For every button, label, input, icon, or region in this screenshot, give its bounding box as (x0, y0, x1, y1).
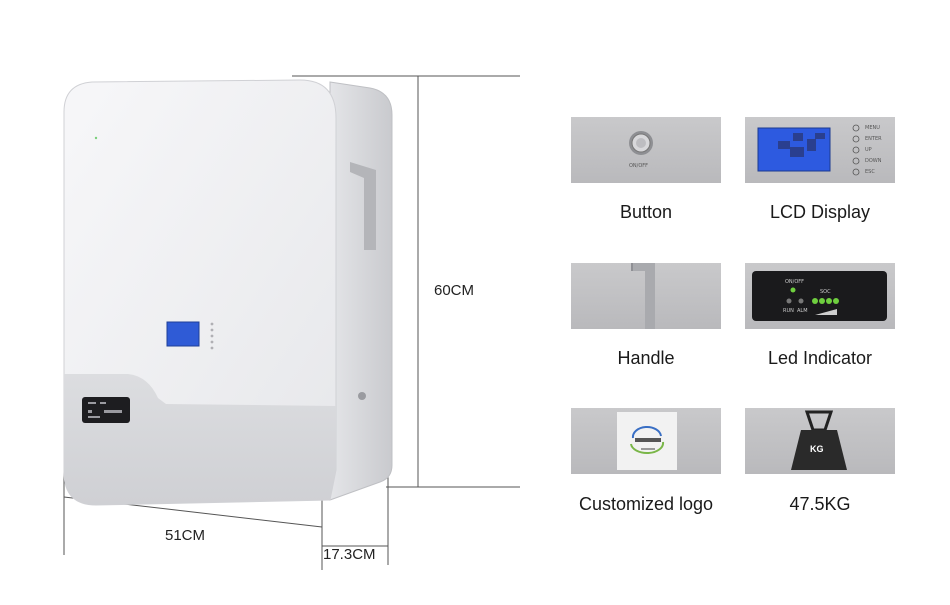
power-button-icon (629, 131, 653, 155)
lcd-menu-label: MENU (865, 125, 880, 131)
lcd-up-label: UP (865, 147, 872, 153)
lcd-thumbnail: MENU ENTER UP DOWN ESC (745, 117, 895, 183)
width-dimension-label: 51CM (165, 527, 206, 544)
lcd-screen-icon (757, 124, 860, 176)
handle-icon (631, 263, 655, 329)
led-indicator-icon (752, 271, 887, 321)
lcd-esc-label: ESC (865, 169, 875, 175)
button-thumbnail: ON/OFF (571, 117, 721, 183)
caption-button: Button (619, 202, 673, 222)
depth-dimension-label: 17.3CM (323, 546, 376, 563)
button-onoff-label: ON/OFF (629, 163, 649, 169)
led-alm-label: ALM (797, 308, 808, 314)
lcd-enter-label: ENTER (865, 136, 882, 142)
caption-led-indicator: Led Indicator (767, 348, 873, 368)
led-power-label: ON/OFF (785, 279, 805, 285)
battery-lcd (166, 321, 200, 347)
battery-drawing (63, 75, 520, 570)
caption-handle: Handle (617, 348, 675, 368)
caption-lcd-display: LCD Display (769, 202, 871, 222)
led-run-label: RUN (783, 308, 794, 314)
weight-kg-label: KG (810, 444, 824, 454)
handle-thumbnail (571, 263, 721, 329)
led-soc-label: SOC (820, 289, 831, 295)
logo-icon (617, 412, 677, 470)
side-handle (350, 162, 376, 250)
weight-icon (791, 410, 847, 470)
caption-weight: 47.5KG (789, 494, 851, 514)
lcd-down-label: DOWN (865, 158, 882, 164)
battery-lower-bezel (64, 374, 336, 505)
battery-side-panel (329, 81, 393, 501)
caption-customized-logo: Customized logo (578, 494, 714, 514)
height-dimension-label: 60CM (434, 282, 475, 299)
led-thumbnail: ON/OFF SOC RUN ALM (745, 263, 895, 329)
weight-thumbnail: KG (745, 408, 895, 474)
product-illustration (63, 75, 520, 570)
logo-thumbnail (571, 408, 721, 474)
